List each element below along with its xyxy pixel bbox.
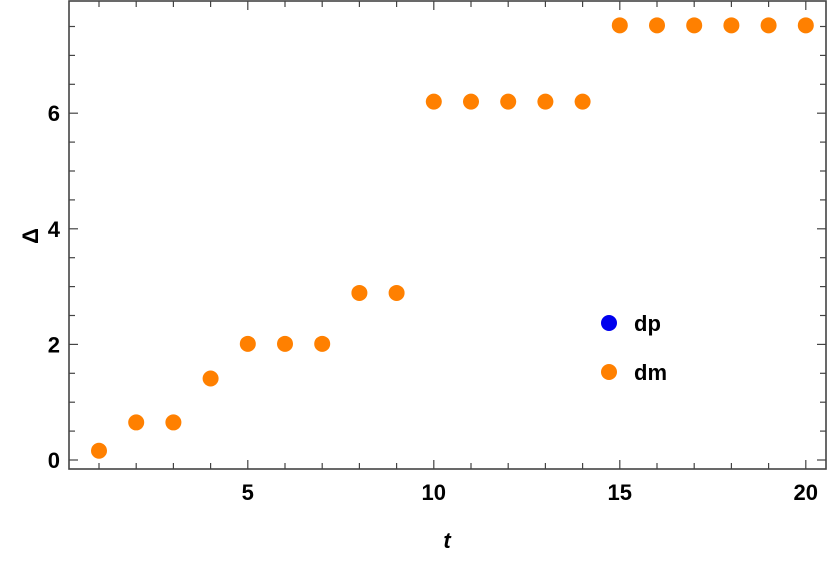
y-axis-ticks: 0 2 4 6 — [48, 25, 826, 473]
x-tick-label: 15 — [608, 480, 632, 505]
plot-frame — [68, 0, 827, 470]
data-point-dm — [202, 370, 219, 387]
y-tick-label: 4 — [48, 217, 61, 242]
data-point-dm — [574, 93, 591, 110]
data-point-dm — [797, 17, 814, 34]
data-point-dm — [351, 284, 368, 301]
data-point-dm — [649, 17, 665, 34]
legend-marker-dm — [601, 364, 617, 380]
data-point-dm — [611, 17, 628, 34]
data-point-dm — [128, 414, 145, 431]
legend-label-dp: dp — [634, 311, 661, 336]
data-point-dm — [91, 442, 107, 459]
x-axis-ticks: 5 10 15 20 — [98, 1, 818, 505]
data-point-dm — [686, 17, 703, 34]
x-tick-label: 5 — [242, 480, 254, 505]
y-axis-label: Δ — [18, 228, 43, 244]
x-axis-label: t — [443, 528, 452, 553]
data-point-dm — [425, 93, 442, 110]
data-point-dm — [723, 17, 740, 34]
data-point-dm — [760, 17, 777, 34]
legend-label-dm: dm — [634, 360, 667, 385]
y-tick-label: 6 — [48, 101, 60, 126]
x-tick-label: 10 — [422, 480, 446, 505]
y-tick-label: 0 — [48, 448, 60, 473]
data-point-dm — [165, 414, 182, 431]
legend: dp dm — [601, 311, 667, 385]
x-tick-label: 20 — [794, 480, 818, 505]
legend-marker-dp — [601, 315, 617, 331]
data-point-dm — [314, 335, 331, 352]
y-tick-label: 2 — [48, 332, 60, 357]
data-point-dm — [463, 93, 479, 110]
data-point-dm — [239, 335, 256, 352]
data-point-dm — [277, 335, 293, 352]
data-points — [91, 17, 814, 459]
data-point-dm — [388, 284, 405, 301]
data-point-dm — [537, 93, 554, 110]
data-point-dm — [500, 93, 517, 110]
